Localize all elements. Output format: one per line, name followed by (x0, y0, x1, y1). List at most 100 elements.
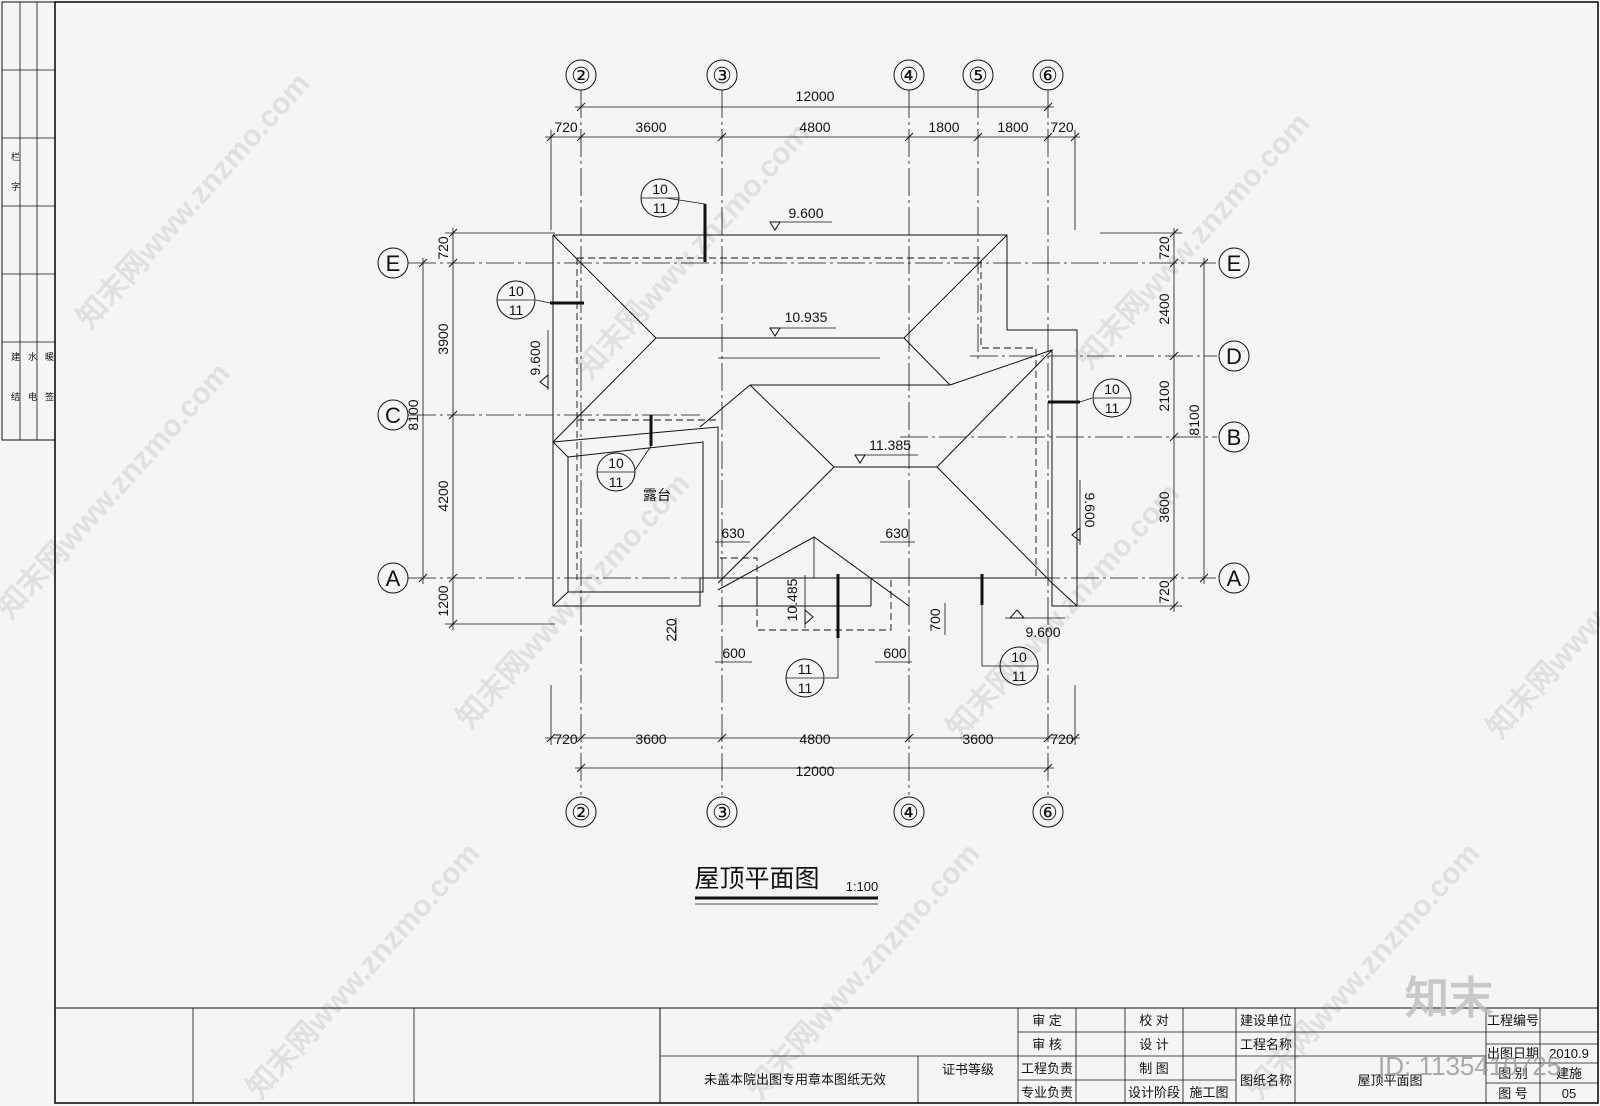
tb-sheet-no: 05 (1562, 1086, 1576, 1101)
svg-text:11.385: 11.385 (869, 437, 911, 453)
detail-ref-4: 10 11 (1092, 378, 1132, 418)
svg-text:10: 10 (508, 283, 524, 299)
dim-inner-630-right: 630 (885, 525, 909, 541)
tb-date-label: 出图日期 (1487, 1046, 1539, 1061)
svg-text:9.600: 9.600 (1082, 492, 1098, 527)
dim-left-1: 720 (435, 236, 451, 260)
dim-left-2: 3900 (435, 323, 451, 354)
dim-left-4: 1200 (435, 585, 451, 616)
elevation-front-ridge: 10.485 (784, 575, 814, 628)
svg-text:10: 10 (608, 455, 624, 471)
tb-project-no: 工程编号 (1487, 1013, 1539, 1028)
terrace-label: 露台 (643, 487, 671, 503)
elevation-upper-ridge: 10.935 (769, 309, 836, 337)
tb-sheet-label: 图 别 (1498, 1066, 1528, 1081)
svg-text:E: E (386, 251, 401, 276)
drawing-title-block: 屋顶平面图 1:100 (694, 865, 878, 905)
svg-text:10.935: 10.935 (785, 309, 828, 325)
grid-bubble-top-4: ④ (893, 59, 925, 91)
dim-bottom-3: 4800 (799, 731, 830, 747)
dim-right-2: 2400 (1156, 293, 1172, 324)
dim-inner-220: 220 (663, 618, 679, 642)
svg-text:D: D (1226, 344, 1242, 369)
sidebar-6: 签 (45, 391, 54, 402)
detail-ref-2: 10 11 (496, 280, 536, 320)
dim-top-3: 4800 (799, 119, 830, 135)
tb-project-name: 工程名称 (1240, 1037, 1292, 1052)
tb-check: 校 对 (1139, 1013, 1169, 1028)
grid-bubble-right-D: D (1218, 340, 1250, 372)
svg-text:11: 11 (1105, 400, 1120, 416)
svg-text:11: 11 (609, 474, 624, 490)
drawing-title: 屋顶平面图 (694, 865, 819, 893)
tb-stage-value: 施工图 (1189, 1085, 1228, 1100)
detail-ref-1: 10 11 (640, 178, 680, 218)
svg-text:9.600: 9.600 (1025, 624, 1060, 640)
dim-bottom-total: 12000 (796, 763, 835, 779)
tb-project-lead: 工程负责 (1021, 1061, 1073, 1076)
svg-text:10: 10 (652, 181, 668, 197)
svg-text:⑥: ⑥ (1038, 63, 1058, 88)
dim-top-4: 1800 (928, 119, 959, 135)
sidebar-5: 暖 (45, 351, 54, 362)
tb-client: 建设单位 (1240, 1013, 1292, 1028)
tb-stamp-note: 未盖本院出图专用章本图纸无效 (704, 1072, 886, 1087)
detail-ref-5: 10 11 (999, 646, 1039, 686)
tb-design-stage: 设计阶段 (1128, 1085, 1180, 1100)
tb-date: 2010.9 (1549, 1046, 1589, 1061)
dim-top-6: 720 (1050, 119, 1074, 135)
svg-text:C: C (385, 403, 401, 428)
tb-draw: 制 图 (1139, 1061, 1169, 1076)
detail-ref-3: 10 11 (596, 452, 636, 492)
tb-discipline-lead: 专业负责 (1021, 1085, 1073, 1100)
svg-text:9.600: 9.600 (788, 205, 823, 221)
dim-left-3: 4200 (435, 480, 451, 511)
grid-bubble-top-3: ③ (706, 59, 738, 91)
dim-top-1: 720 (554, 119, 578, 135)
dim-bottom-5: 720 (1050, 731, 1074, 747)
svg-text:11: 11 (1012, 668, 1027, 684)
tb-review: 审 定 (1032, 1013, 1062, 1028)
elevation-markers: 9.600 10.935 11.385 9.600 9.600 9.600 (527, 205, 1098, 640)
roof-outline (552, 234, 1078, 631)
grid-bubble-right-A: A (1218, 562, 1250, 594)
svg-text:11: 11 (798, 680, 813, 696)
sidebar-8: 栏 (11, 151, 20, 162)
dimension-lines (418, 102, 1209, 773)
sidebar-2: 结 (11, 391, 20, 402)
svg-text:10: 10 (1104, 381, 1120, 397)
sidebar-4: 电 (28, 391, 37, 402)
dim-right-4: 3600 (1156, 491, 1172, 522)
sidebar-1: 建 (11, 351, 20, 362)
detail-refs: 10 11 10 11 10 11 10 11 10 11 11 11 (496, 178, 1132, 698)
title-block: 未盖本院出图专用章本图纸无效 证书等级 审 定 审 核 工程负责 专业负责 校 … (54, 1007, 1599, 1104)
grid-bubble-bottom-6: ⑥ (1032, 796, 1064, 828)
tb-drawing-name-label: 图纸名称 (1240, 1073, 1292, 1088)
elevation-top-eave: 9.600 (769, 205, 832, 231)
tb-audit: 审 核 (1032, 1037, 1062, 1052)
svg-text:11: 11 (509, 302, 524, 318)
dim-inner-600-left: 600 (722, 645, 746, 661)
sidebar-3: 水 (28, 351, 37, 362)
tb-sheet-value: 建施 (1556, 1066, 1582, 1081)
dim-inner-600-right: 600 (883, 645, 907, 661)
grid-bubble-left-A: A (377, 562, 409, 594)
svg-text:9.600: 9.600 (527, 340, 543, 375)
dim-left-total: 8100 (405, 399, 421, 430)
grid-bubble-right-E: E (1218, 247, 1250, 279)
svg-text:②: ② (571, 63, 591, 88)
dimension-texts: 12000 720 3600 4800 1800 1800 720 720 36… (405, 88, 1202, 779)
tb-design: 设 计 (1139, 1037, 1169, 1052)
svg-text:⑥: ⑥ (1038, 800, 1058, 825)
grid-bubble-top-5: ⑤ (962, 59, 994, 91)
svg-text:E: E (1227, 251, 1242, 276)
dim-inner-630-left: 630 (721, 525, 745, 541)
svg-text:②: ② (571, 800, 591, 825)
svg-text:10.485: 10.485 (784, 578, 800, 621)
grid-bubble-left-C: C (377, 399, 409, 431)
signature-strip: 建 结 水 电 暖 签 字 栏 (1, 1, 56, 441)
svg-text:B: B (1227, 425, 1242, 450)
elevation-right-eave: 9.600 (1071, 480, 1098, 545)
